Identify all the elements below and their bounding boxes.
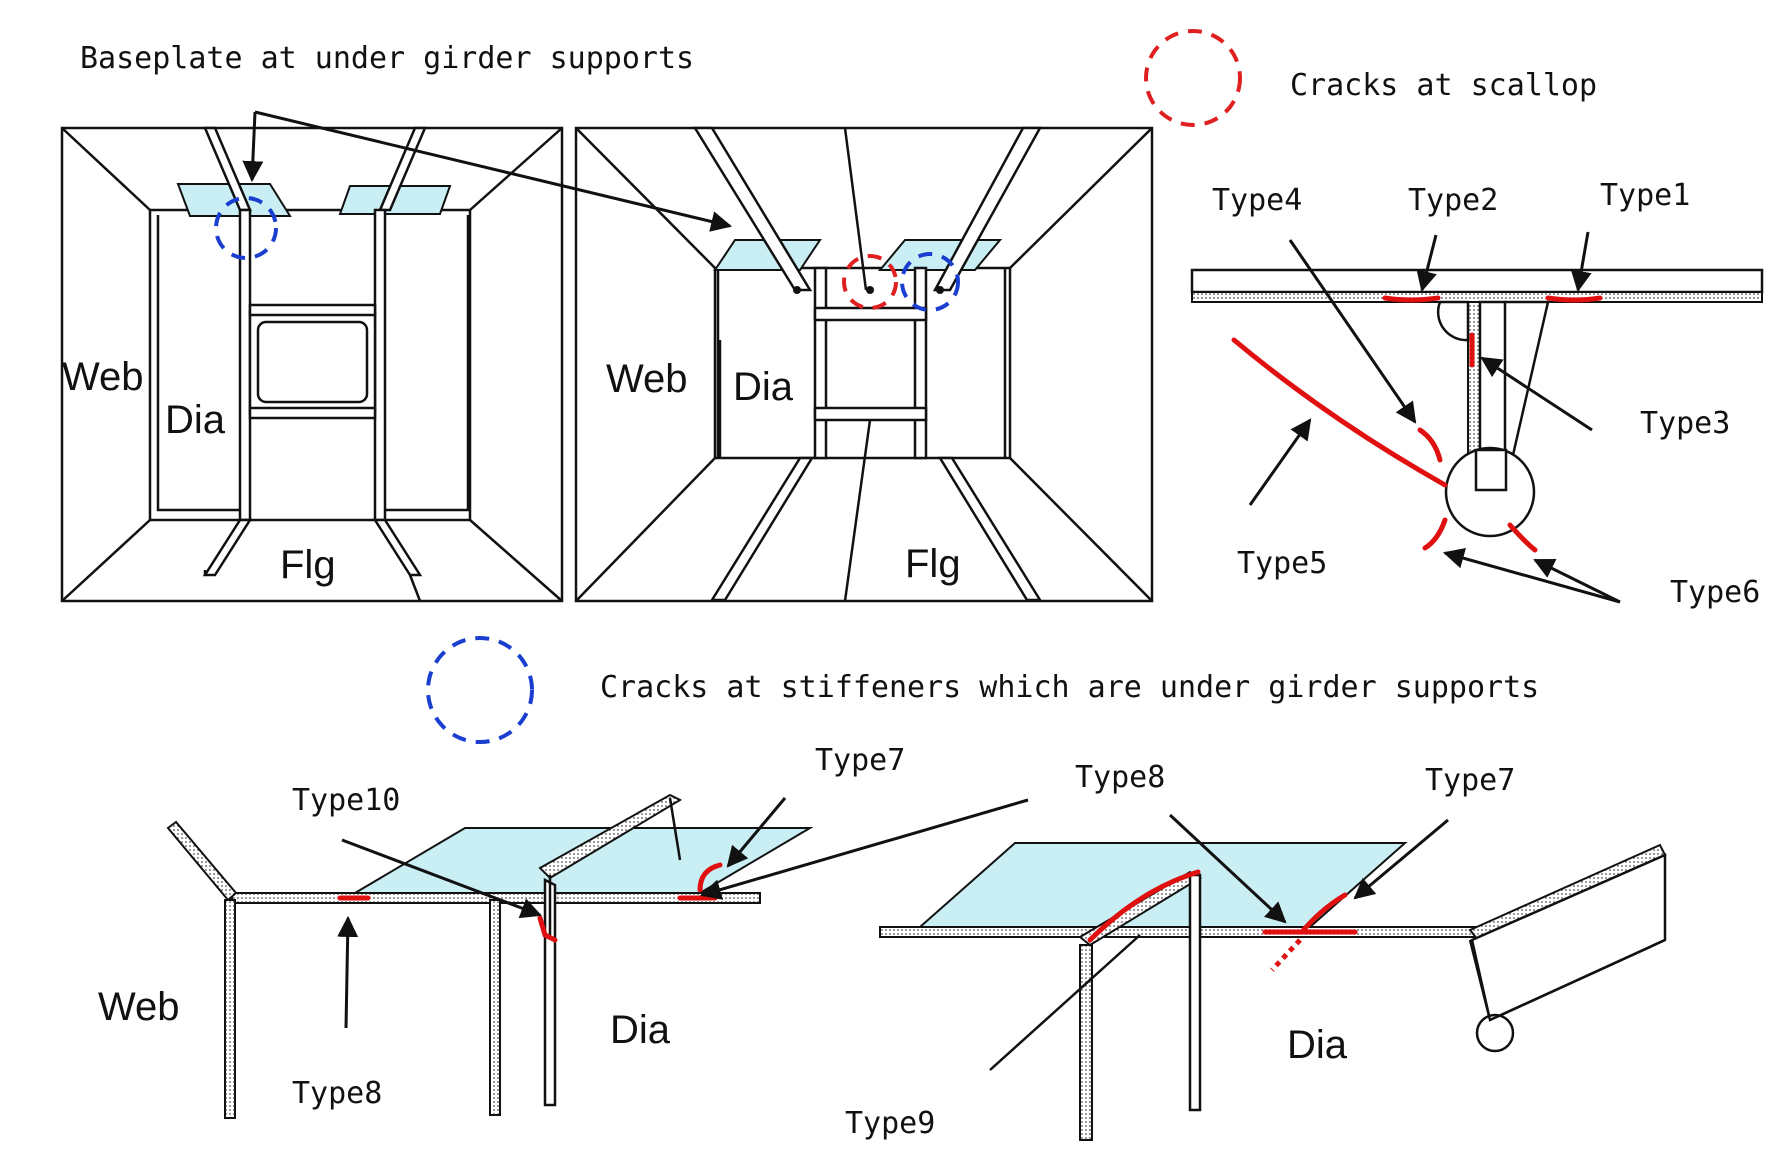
- left-box-girder-panel: Web Dia Flg: [60, 126, 564, 603]
- mid-web-label: Web: [606, 357, 688, 401]
- bl-web-label: Web: [98, 985, 180, 1029]
- mid-dia-label: Dia: [733, 365, 794, 409]
- cracks-scallop-title: Cracks at scallop: [1290, 68, 1597, 103]
- type7-left-label: Type7: [815, 743, 905, 778]
- mid-scallop-crack-marker: [842, 254, 898, 310]
- type7-right-label: Type7: [1425, 763, 1515, 798]
- scallop-legend-marker: [1144, 29, 1242, 127]
- stiffener-detail-left: Web Dia Type10 Type7 Type8: [98, 743, 1029, 1119]
- mid-flg-label: Flg: [905, 542, 961, 586]
- type10-label: Type10: [292, 783, 400, 818]
- bl-dia-label: Dia: [610, 1008, 671, 1052]
- baseplate-title: Baseplate at under girder supports: [80, 41, 694, 76]
- middle-box-girder-panel: Web Dia Flg: [574, 126, 1154, 603]
- scallop-detail: Type4 Type2 Type1 Type3 Type5 Type6: [1190, 178, 1764, 610]
- cracks-stiffeners-title: Cracks at stiffeners which are under gir…: [600, 670, 1539, 705]
- type5-label: Type5: [1237, 546, 1327, 581]
- left-dia-label: Dia: [165, 398, 226, 442]
- stiffener-detail-right: Dia Type8 Type7 Type9: [845, 760, 1667, 1141]
- type6-label: Type6: [1670, 575, 1760, 610]
- baseplate-arrow-left: [242, 111, 264, 183]
- br-dia-label: Dia: [1287, 1023, 1348, 1067]
- left-stiffener-crack-marker: [214, 196, 278, 260]
- type2-label: Type2: [1408, 183, 1498, 218]
- left-web-label: Web: [62, 355, 144, 399]
- left-flg-label: Flg: [280, 543, 336, 587]
- type8-left-label: Type8: [292, 1076, 382, 1111]
- type8-right-label: Type8: [1075, 760, 1165, 795]
- mid-stiffener-crack-marker: [900, 252, 960, 312]
- type3-label: Type3: [1640, 406, 1730, 441]
- baseplate-mid-2: [877, 239, 1003, 271]
- stiffener-legend-marker: [426, 636, 534, 744]
- type1-label: Type1: [1600, 178, 1690, 213]
- baseplate-arrow-mid: [254, 110, 733, 232]
- type4-label: Type4: [1212, 183, 1302, 218]
- type9-label: Type9: [845, 1106, 935, 1141]
